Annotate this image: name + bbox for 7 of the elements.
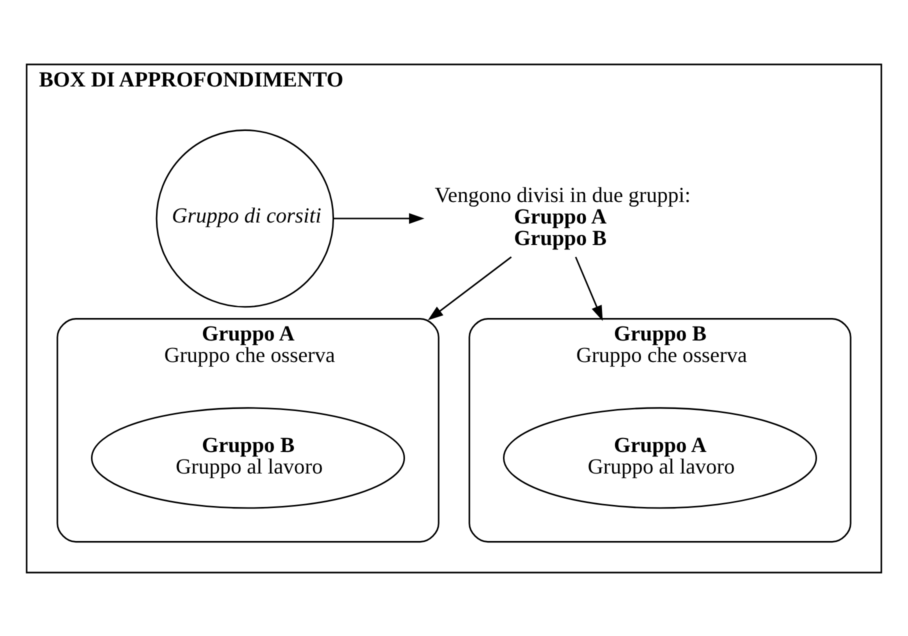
node-text: Vengono divisi in due gruppi: Gruppo A Gruppo B [434, 182, 691, 250]
node-ellipse: Gruppo A Gruppo al lavoro [502, 406, 818, 508]
node-circle: Gruppo di corsiti [156, 128, 334, 308]
arrow [428, 256, 512, 320]
arrow [574, 256, 603, 320]
arrow [332, 212, 424, 224]
node-ellipse: Gruppo B Gruppo al lavoro [90, 406, 406, 508]
